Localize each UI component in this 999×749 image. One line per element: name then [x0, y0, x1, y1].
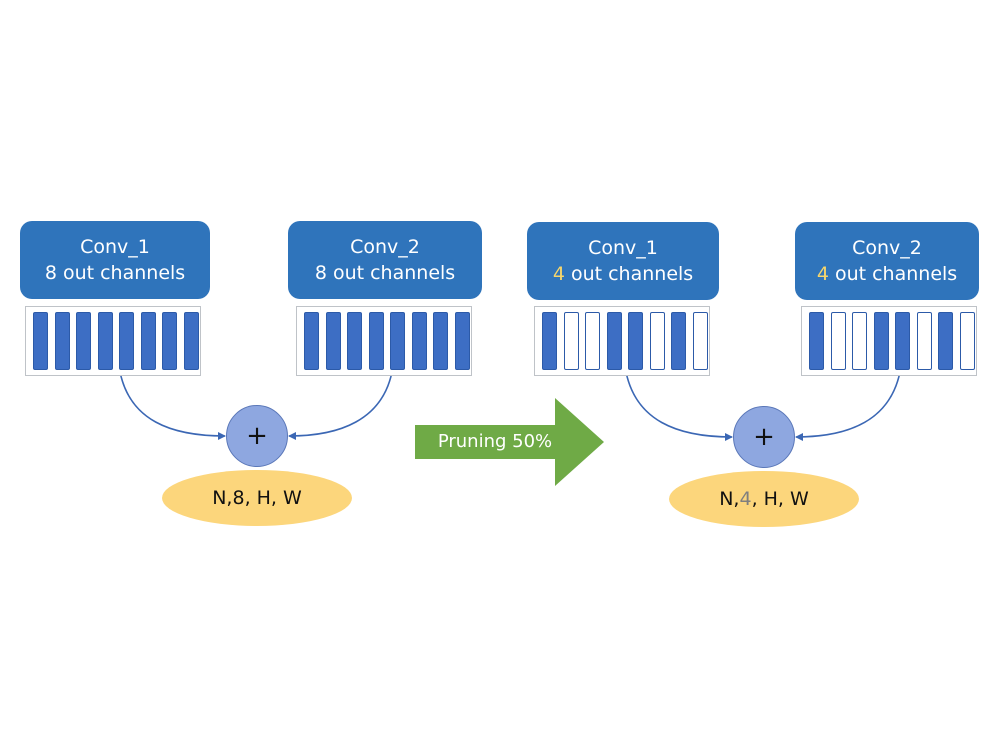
arrow-left-conv1-to-plus [119, 371, 226, 440]
channel-active [938, 312, 953, 370]
channel-active [895, 312, 910, 370]
channel-active [325, 312, 341, 370]
channel-pruned [563, 312, 579, 370]
channel-active [54, 312, 70, 370]
left-conv2-channel-panel [296, 306, 472, 376]
left-conv1-box: Conv_1 8 out channels [20, 221, 210, 299]
arrow-left-conv2-to-plus [288, 371, 393, 440]
right-shape-prefix: N, [719, 488, 740, 510]
left-shape-prefix: N, [212, 487, 233, 509]
left-shape-suffix: , H, W [244, 487, 302, 509]
channel-pruned [649, 312, 665, 370]
channel-active [873, 312, 889, 370]
right-conv2-channels-label: 4 out channels [817, 261, 957, 287]
channel-active [411, 312, 427, 370]
right-conv1-box: Conv_1 4 out channels [527, 222, 719, 300]
left-output-shape: N, 8, H, W [162, 470, 352, 526]
left-conv2-channels-label: 8 out channels [315, 260, 455, 286]
left-conv1-channel-suffix: out channels [56, 262, 186, 284]
channel-pruned [916, 312, 932, 370]
channel-active [454, 312, 470, 370]
left-conv1-channel-count: 8 [44, 262, 57, 284]
right-conv1-channels-label: 4 out channels [553, 261, 693, 287]
pruning-arrow [415, 398, 604, 486]
right-conv1-channel-suffix: out channels [564, 263, 694, 285]
left-conv2-box: Conv_2 8 out channels [288, 221, 482, 299]
channel-active [809, 312, 824, 370]
right-add-node: + [733, 406, 795, 468]
left-conv2-channel-count: 8 [314, 262, 327, 284]
channel-active [97, 312, 113, 370]
channel-active [33, 312, 48, 370]
right-conv2-channel-panel [801, 306, 977, 376]
channel-pruned [585, 312, 600, 370]
channel-active [671, 312, 686, 370]
channel-active [304, 312, 319, 370]
channel-active [628, 312, 643, 370]
left-conv1-title: Conv_1 [80, 236, 150, 258]
right-conv2-channel-count: 4 [816, 263, 829, 285]
channel-active [140, 312, 156, 370]
right-conv2-box: Conv_2 4 out channels [795, 222, 979, 300]
channel-active [76, 312, 91, 370]
channel-pruned [830, 312, 846, 370]
channel-active [606, 312, 622, 370]
arrow-right-conv1-to-plus [625, 371, 733, 441]
right-conv2-title: Conv_2 [852, 237, 922, 259]
left-add-node: + [226, 405, 288, 467]
pruning-label: Pruning 50% [437, 430, 553, 452]
right-shape-suffix: , H, W [751, 488, 809, 510]
channel-pruned [959, 312, 975, 370]
left-conv2-channel-suffix: out channels [326, 262, 456, 284]
channel-active [347, 312, 362, 370]
channel-active [183, 312, 199, 370]
channel-pruned [852, 312, 867, 370]
right-conv1-channel-count: 4 [552, 263, 565, 285]
channel-active [162, 312, 177, 370]
channel-active [433, 312, 448, 370]
right-conv1-channel-panel [534, 306, 710, 376]
left-shape-channels: 8 [232, 487, 245, 509]
channel-active [390, 312, 405, 370]
channel-active [542, 312, 557, 370]
right-conv2-channel-suffix: out channels [828, 263, 958, 285]
left-conv1-channels-label: 8 out channels [45, 260, 185, 286]
right-conv1-title: Conv_1 [588, 237, 658, 259]
channel-pruned [692, 312, 708, 370]
right-output-shape: N, 4, H, W [669, 471, 859, 527]
channel-active [368, 312, 384, 370]
channel-active [119, 312, 134, 370]
right-shape-channels: 4 [739, 488, 752, 510]
left-conv1-channel-panel [25, 306, 201, 376]
arrow-right-conv2-to-plus [795, 371, 901, 441]
left-conv2-title: Conv_2 [350, 236, 420, 258]
